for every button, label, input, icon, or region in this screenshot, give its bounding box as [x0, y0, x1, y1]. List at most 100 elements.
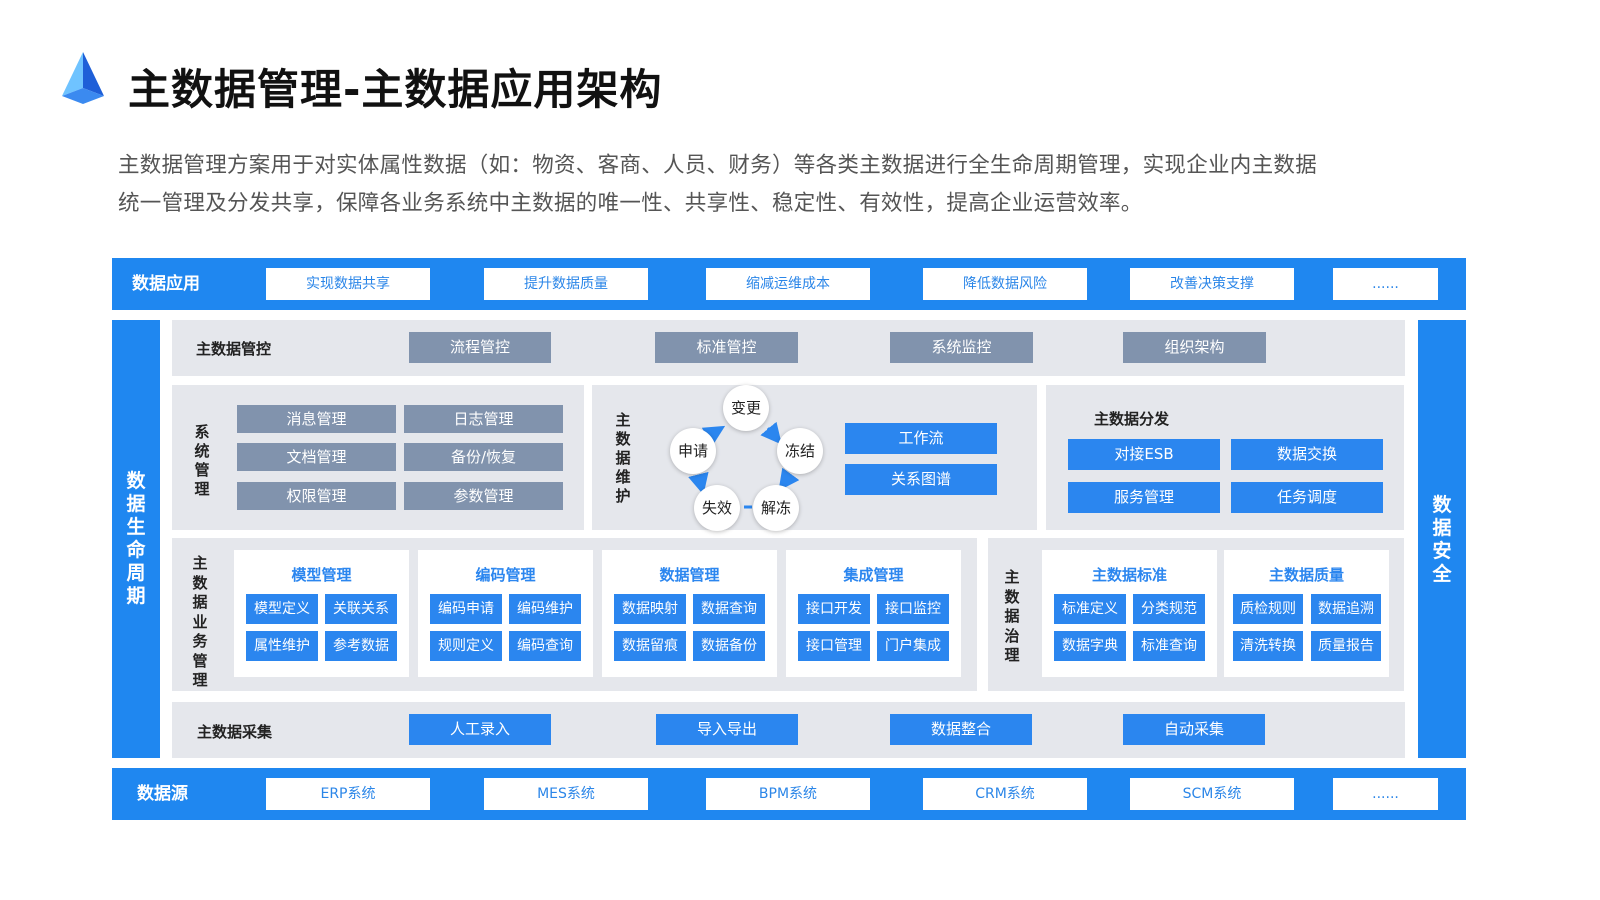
application-chip: 提升数据质量 [484, 268, 648, 300]
standard-control-item: 标准管控 [655, 332, 798, 363]
card-title: 主数据标准 [1091, 566, 1167, 584]
service-management-item: 服务管理 [1068, 482, 1220, 513]
document-management-item: 文档管理 [237, 443, 396, 471]
workflow-item: 工作流 [845, 423, 997, 454]
description-line-2: 统一管理及分发共享，保障各业务系统中主数据的唯一性、共享性、稳定性、有效性，提高… [118, 191, 1143, 216]
master-data-governance-label: 主数据治理 [1004, 568, 1020, 664]
application-chip: 改善决策支撑 [1130, 268, 1294, 300]
card-item: 数据备份 [693, 631, 765, 661]
description-line-1: 主数据管理方案用于对实体属性数据（如：物资、客商、人员、财务）等各类主数据进行全… [118, 153, 1318, 178]
data-exchange-item: 数据交换 [1231, 439, 1383, 470]
card-title: 数据管理 [659, 566, 720, 584]
card-item: 数据映射 [614, 594, 686, 624]
card-item: 质检规则 [1233, 594, 1303, 624]
master-data-collection-panel: 主数据采集 人工录入 导入导出 数据整合 自动采集 [172, 702, 1405, 758]
system-management-label: 系统管理 [194, 423, 210, 498]
card-item: 规则定义 [430, 631, 502, 661]
manual-entry-item: 人工录入 [409, 714, 551, 745]
cycle-apply-node: 申请 [670, 428, 716, 474]
message-management-item: 消息管理 [237, 405, 396, 433]
master-data-governance-panel: 主数据治理 主数据标准 标准定义 分类规范 数据字典 标准查询 主数据质量 质检… [988, 538, 1404, 691]
model-management-card: 模型管理 模型定义 关联关系 属性维护 参考数据 [234, 550, 409, 677]
card-item: 质量报告 [1311, 631, 1381, 661]
cycle-unfreeze-node: 解冻 [753, 485, 799, 531]
master-data-business-label: 主数据业务管理 [192, 554, 208, 689]
card-title: 编码管理 [475, 566, 536, 584]
master-data-control-label: 主数据管控 [196, 340, 272, 358]
source-system-chip: MES系统 [484, 778, 648, 810]
cycle-invalid-node: 失效 [694, 485, 740, 531]
log-management-item: 日志管理 [404, 405, 563, 433]
master-data-distribution-label: 主数据分发 [1094, 410, 1170, 428]
data-security-column: 数据安全 [1418, 320, 1466, 758]
card-item: 清洗转换 [1233, 631, 1303, 661]
data-lifecycle-label: 数据生命周期 [126, 470, 146, 607]
card-item: 标准定义 [1054, 594, 1126, 624]
card-item: 接口开发 [798, 594, 870, 624]
master-data-collection-label: 主数据采集 [197, 723, 273, 741]
task-scheduling-item: 任务调度 [1231, 482, 1383, 513]
card-title: 主数据质量 [1268, 566, 1344, 584]
source-system-chip-more: ...... [1333, 778, 1438, 810]
code-management-card: 编码管理 编码申请 编码维护 规则定义 编码查询 [418, 550, 593, 677]
card-item: 数据追溯 [1311, 594, 1381, 624]
data-integration-item: 数据整合 [890, 714, 1032, 745]
data-source-bar: 数据源 ERP系统 MES系统 BPM系统 CRM系统 SCM系统 ...... [112, 768, 1466, 820]
application-chip: 缩减运维成本 [706, 268, 870, 300]
card-item: 参考数据 [325, 631, 397, 661]
source-system-chip: SCM系统 [1130, 778, 1294, 810]
master-data-maintenance-panel: 主数据维护 工作流 关系图谱 [592, 385, 1037, 530]
master-data-standard-card: 主数据标准 标准定义 分类规范 数据字典 标准查询 [1042, 550, 1217, 677]
source-system-chip: BPM系统 [706, 778, 870, 810]
page-title: 主数据管理-主数据应用架构 [128, 65, 663, 114]
lifecycle-cycle-arrows [688, 421, 800, 509]
system-monitor-item: 系统监控 [890, 332, 1033, 363]
cycle-freeze-node: 冻结 [777, 428, 823, 474]
auto-collect-item: 自动采集 [1123, 714, 1265, 745]
data-application-label: 数据应用 [132, 274, 200, 294]
master-data-maintenance-label: 主数据维护 [615, 411, 631, 505]
card-item: 分类规范 [1133, 594, 1205, 624]
application-chip: 降低数据风险 [923, 268, 1087, 300]
master-data-business-panel: 主数据业务管理 模型管理 模型定义 关联关系 属性维护 参考数据 编码管理 编码… [172, 538, 977, 691]
relation-graph-item: 关系图谱 [845, 464, 997, 495]
card-item: 编码申请 [430, 594, 502, 624]
card-item: 门户集成 [877, 631, 949, 661]
master-data-control-panel: 主数据管控 流程管控 标准管控 系统监控 组织架构 [172, 320, 1405, 376]
integration-management-card: 集成管理 接口开发 接口监控 接口管理 门户集成 [786, 550, 961, 677]
parameter-management-item: 参数管理 [404, 482, 563, 510]
card-item: 数据字典 [1054, 631, 1126, 661]
card-item: 接口管理 [798, 631, 870, 661]
application-chip: 实现数据共享 [266, 268, 430, 300]
data-application-bar: 数据应用 实现数据共享 提升数据质量 缩减运维成本 降低数据风险 改善决策支撑 … [112, 258, 1466, 310]
card-item: 属性维护 [246, 631, 318, 661]
esb-item: 对接ESB [1068, 439, 1220, 470]
card-item: 数据查询 [693, 594, 765, 624]
card-item: 编码查询 [509, 631, 581, 661]
data-source-label: 数据源 [137, 784, 188, 804]
card-title: 集成管理 [843, 566, 904, 584]
permission-management-item: 权限管理 [237, 482, 396, 510]
logo-icon [62, 52, 104, 104]
card-item: 接口监控 [877, 594, 949, 624]
backup-restore-item: 备份/恢复 [404, 443, 563, 471]
card-item: 模型定义 [246, 594, 318, 624]
card-item: 标准查询 [1133, 631, 1205, 661]
master-data-quality-card: 主数据质量 质检规则 数据追溯 清洗转换 质量报告 [1224, 550, 1389, 677]
source-system-chip: ERP系统 [266, 778, 430, 810]
org-structure-item: 组织架构 [1123, 332, 1266, 363]
application-chip-more: ...... [1333, 268, 1438, 300]
data-management-card: 数据管理 数据映射 数据查询 数据留痕 数据备份 [602, 550, 777, 677]
system-management-panel: 系统管理 消息管理 日志管理 文档管理 备份/恢复 权限管理 参数管理 [172, 385, 584, 530]
process-control-item: 流程管控 [409, 332, 551, 363]
card-title: 模型管理 [291, 566, 352, 584]
import-export-item: 导入导出 [656, 714, 798, 745]
master-data-distribution-panel: 主数据分发 对接ESB 数据交换 服务管理 任务调度 [1046, 385, 1404, 530]
data-security-label: 数据安全 [1432, 494, 1452, 585]
card-item: 数据留痕 [614, 631, 686, 661]
card-item: 关联关系 [325, 594, 397, 624]
cycle-change-node: 变更 [723, 385, 769, 431]
data-lifecycle-column: 数据生命周期 [112, 320, 160, 758]
card-item: 编码维护 [509, 594, 581, 624]
source-system-chip: CRM系统 [923, 778, 1087, 810]
